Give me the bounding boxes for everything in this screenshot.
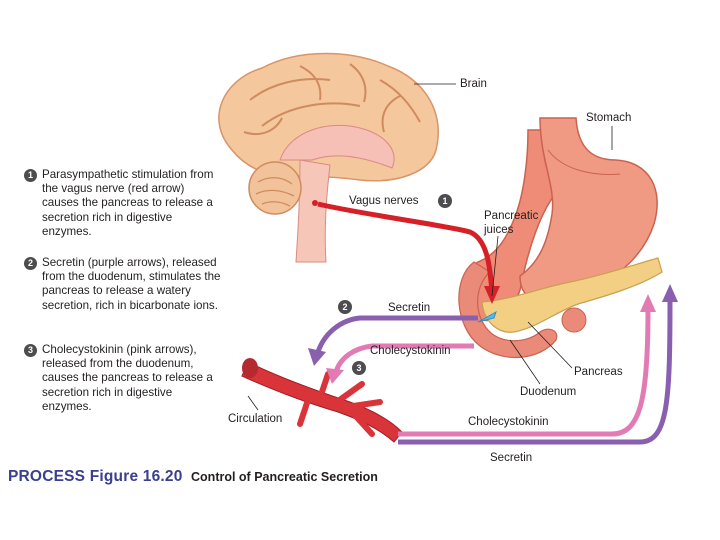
- label-pancreatic-juices-line1: Pancreatic: [484, 210, 539, 222]
- caption-title: Control of Pancreatic Secretion: [191, 470, 378, 484]
- gallbladder-illustration: [561, 307, 587, 333]
- figure-caption: PROCESS Figure 16.20 Control of Pancreat…: [8, 468, 378, 486]
- label-secretin-lower: Secretin: [490, 452, 533, 464]
- step-text: Cholecystokinin (pink arrows), released …: [42, 343, 213, 413]
- label-cholecystokinin-upper: Cholecystokinin: [370, 345, 451, 357]
- pancreas-illustration: [481, 257, 663, 333]
- step-number-badge: 3: [24, 344, 37, 357]
- label-brain: Brain: [460, 78, 487, 90]
- step-text: Secretin (purple arrows), released from …: [42, 256, 221, 312]
- badge-2: 2: [338, 300, 352, 314]
- label-duodenum: Duodenum: [520, 386, 577, 398]
- artery-illustration: [241, 358, 403, 443]
- leader-lines: [247, 83, 613, 411]
- label-vagus-nerves: Vagus nerves: [349, 195, 419, 207]
- brain-illustration: [218, 52, 439, 263]
- secretin-arrow-lower: [398, 299, 673, 445]
- label-pancreatic-juices-line2: juices: [484, 224, 514, 236]
- caption-process-label: PROCESS Figure 16.20: [8, 468, 183, 485]
- step-2: 2 Secretin (purple arrows), released fro…: [24, 256, 224, 313]
- label-secretin-upper: Secretin: [388, 302, 431, 314]
- label-pancreas: Pancreas: [574, 366, 623, 378]
- cck-arrow-lower: [398, 309, 651, 437]
- step-1: 1 Parasympathetic stimulation from the v…: [24, 168, 224, 239]
- pancreatic-duct: [477, 310, 497, 323]
- step-number-badge: 1: [24, 169, 37, 182]
- step-text: Parasympathetic stimulation from the vag…: [42, 168, 214, 238]
- badge-1: 1: [438, 194, 452, 208]
- label-circulation: Circulation: [228, 413, 283, 425]
- label-stomach: Stomach: [586, 112, 632, 124]
- step-3: 3 Cholecystokinin (pink arrows), release…: [24, 343, 224, 414]
- secretin-arrow-upper: [315, 315, 478, 353]
- label-cholecystokinin-lower: Cholecystokinin: [468, 416, 549, 428]
- badge-3: 3: [352, 361, 366, 375]
- step-number-badge: 2: [24, 257, 37, 270]
- vagus-nerve-arrow: [317, 201, 495, 293]
- cck-arrow-upper: [333, 343, 474, 373]
